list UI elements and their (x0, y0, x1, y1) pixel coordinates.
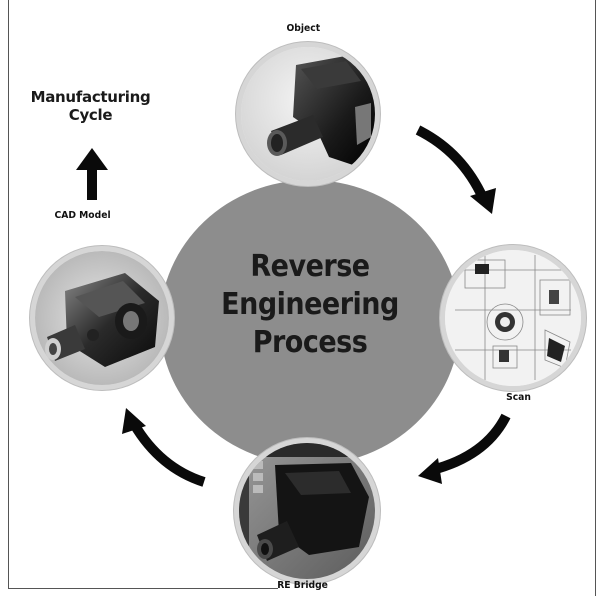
object-part-image (241, 47, 375, 181)
arrow-re-bridge-to-cad-head (122, 408, 146, 434)
center-title-line-2: Engineering (221, 287, 399, 322)
side-title-line-2: Cycle (68, 106, 113, 124)
process-center-circle (160, 180, 460, 465)
node-label-cad-model: CAD Model (54, 210, 111, 221)
center-title-line-1: Reverse (250, 249, 370, 284)
re-bridge-image (239, 443, 375, 579)
arrow-cad-to-manufacturing-shaft (87, 168, 97, 200)
re-bridge-photo (234, 438, 380, 584)
arrow-object-to-scan (415, 125, 488, 201)
cad-model-photo (30, 246, 174, 390)
cad-model-image (35, 251, 169, 385)
scan-photo (440, 245, 586, 391)
frame-left-line (8, 0, 9, 588)
center-title-line-3: Process (252, 325, 368, 360)
node-label-re-bridge: RE Bridge (277, 580, 328, 591)
frame-right-line (595, 0, 596, 596)
arrow-re-bridge-to-cad (129, 421, 206, 487)
arrow-scan-to-re-bridge (430, 413, 511, 475)
scan-drawing-image (445, 250, 581, 386)
object-photo (236, 42, 380, 186)
node-label-object: Object (286, 23, 321, 34)
node-label-scan: Scan (506, 392, 531, 403)
side-title-line-1: Manufacturing (30, 88, 151, 106)
manufacturing-cycle-title: Manufacturing Cycle (18, 88, 163, 124)
arrow-scan-to-re-bridge-head (418, 458, 442, 484)
frame-bottom-line (8, 588, 278, 589)
arrow-cad-to-manufacturing-head (76, 148, 108, 170)
arrow-object-to-scan-head (470, 188, 496, 214)
center-title: Reverse Engineering Process (160, 248, 460, 362)
